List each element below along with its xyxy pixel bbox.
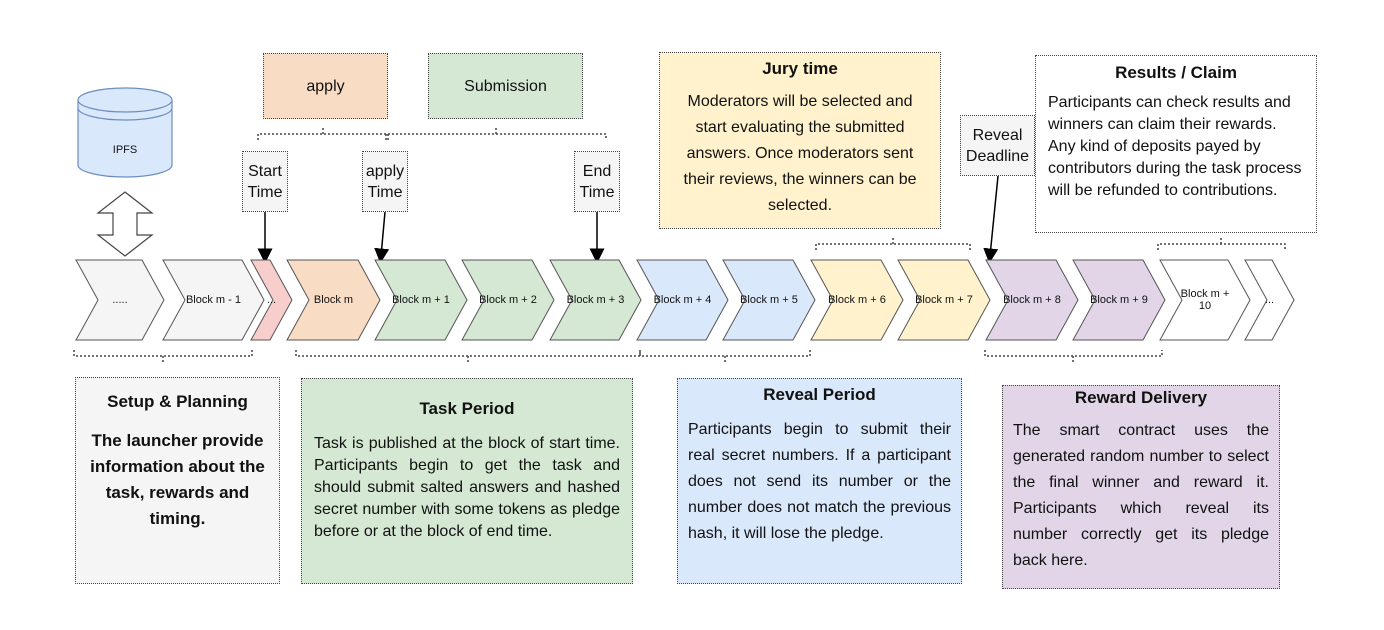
block-label: Block m (313, 294, 354, 306)
apply-time-line2: Time (367, 183, 403, 201)
results-claim-title: Results / Claim (1115, 63, 1237, 82)
block-label: Block m + 8 (1003, 294, 1061, 306)
reveal-period-box: Reveal Period Participants begin to subm… (677, 378, 962, 584)
results-claim-box: Results / Claim Participants can check r… (1035, 55, 1317, 233)
reward-delivery-box: Reward Delivery The smart contract uses … (1002, 385, 1280, 589)
start-time-line1: Start (248, 162, 282, 180)
reveal-brace (639, 350, 811, 362)
block-label: ... (266, 294, 277, 306)
reveal-deadline-arrow (983, 175, 999, 264)
task-brace (295, 350, 641, 362)
reward-delivery-body: The smart contract uses the generated ra… (1013, 422, 1269, 569)
apply-box-label: apply (306, 77, 345, 95)
reward-brace (984, 350, 1163, 362)
start-time-marker: Start Time (242, 151, 288, 212)
block-label: Block m + 6 (828, 294, 886, 306)
reveal-deadline-line2: Deadline (965, 147, 1030, 165)
block-chevron (374, 259, 468, 341)
block-label: Block m + 10 (1180, 288, 1230, 312)
block-chain (75, 259, 1295, 341)
end-time-line2: Time (579, 183, 615, 201)
block-label: ..... (112, 294, 128, 306)
jury-time-box: Jury time Moderators will be selected an… (659, 52, 941, 229)
end-time-line1: End (582, 162, 612, 180)
reveal-period-body: Participants begin to submit their real … (688, 421, 951, 542)
reward-delivery-title: Reward Delivery (1074, 388, 1208, 407)
ipfs-label: IPFS (112, 144, 138, 156)
start-time-line2: Time (247, 183, 283, 201)
apply-time-line1: apply (365, 162, 405, 180)
block-chevron (636, 259, 729, 341)
setup-planning-title: Setup & Planning (107, 392, 248, 411)
block-label: Block m + 1 (392, 294, 450, 306)
block-chevron (75, 259, 165, 341)
submission-box-label: Submission (464, 77, 547, 95)
setup-planning-box: Setup & Planning The launcher provide in… (75, 377, 280, 584)
submission-brace (385, 128, 607, 140)
reveal-period-title: Reveal Period (763, 385, 876, 404)
task-period-title: Task Period (419, 399, 515, 418)
block-label: ... (1264, 294, 1275, 306)
block-label: Block m + 3 (566, 294, 625, 306)
double-arrow-icon (96, 191, 154, 257)
block-label: Block m + 7 (915, 294, 973, 306)
setup-planning-body: The launcher provide information about t… (90, 431, 265, 528)
jury-time-title: Jury time (762, 59, 838, 78)
submission-box: Submission (428, 53, 583, 119)
block-chevron (722, 259, 816, 341)
block-chevron (810, 259, 904, 341)
block-chevron (1159, 259, 1251, 341)
block-chevron (1072, 259, 1166, 341)
setup-brace (73, 350, 253, 362)
block-chevron (461, 259, 555, 341)
block-chevron (250, 259, 293, 341)
block-label: Block m + 9 (1090, 294, 1148, 306)
reveal-deadline-marker: Reveal Deadline (960, 115, 1035, 176)
results-brace (1157, 238, 1286, 250)
block-chevron (162, 259, 265, 341)
block-label: Block m + 4 (653, 294, 712, 306)
block-chevron (897, 259, 991, 341)
block-label: Block m + 5 (740, 294, 798, 306)
block-chevron (549, 259, 642, 341)
apply-time-arrow (374, 211, 390, 264)
reveal-deadline-line1: Reveal (972, 126, 1023, 144)
block-label: Block m + 2 (479, 294, 537, 306)
apply-box: apply (263, 53, 388, 119)
ipfs-database-icon (77, 87, 173, 178)
block-label: Block m - 1 (185, 294, 241, 306)
apply-time-marker: apply Time (362, 151, 408, 212)
task-period-box: Task Period Task is published at the blo… (301, 378, 633, 584)
block-chevron (985, 259, 1079, 341)
jury-brace (815, 238, 971, 250)
jury-time-body: Moderators will be selected and start ev… (683, 93, 917, 214)
block-chevron (286, 259, 381, 341)
results-claim-body: Participants can check results and winne… (1048, 94, 1302, 199)
block-chevron (1244, 259, 1295, 341)
apply-brace (257, 128, 389, 140)
task-period-body: Task is published at the block of start … (314, 435, 620, 540)
end-time-marker: End Time (574, 151, 620, 212)
